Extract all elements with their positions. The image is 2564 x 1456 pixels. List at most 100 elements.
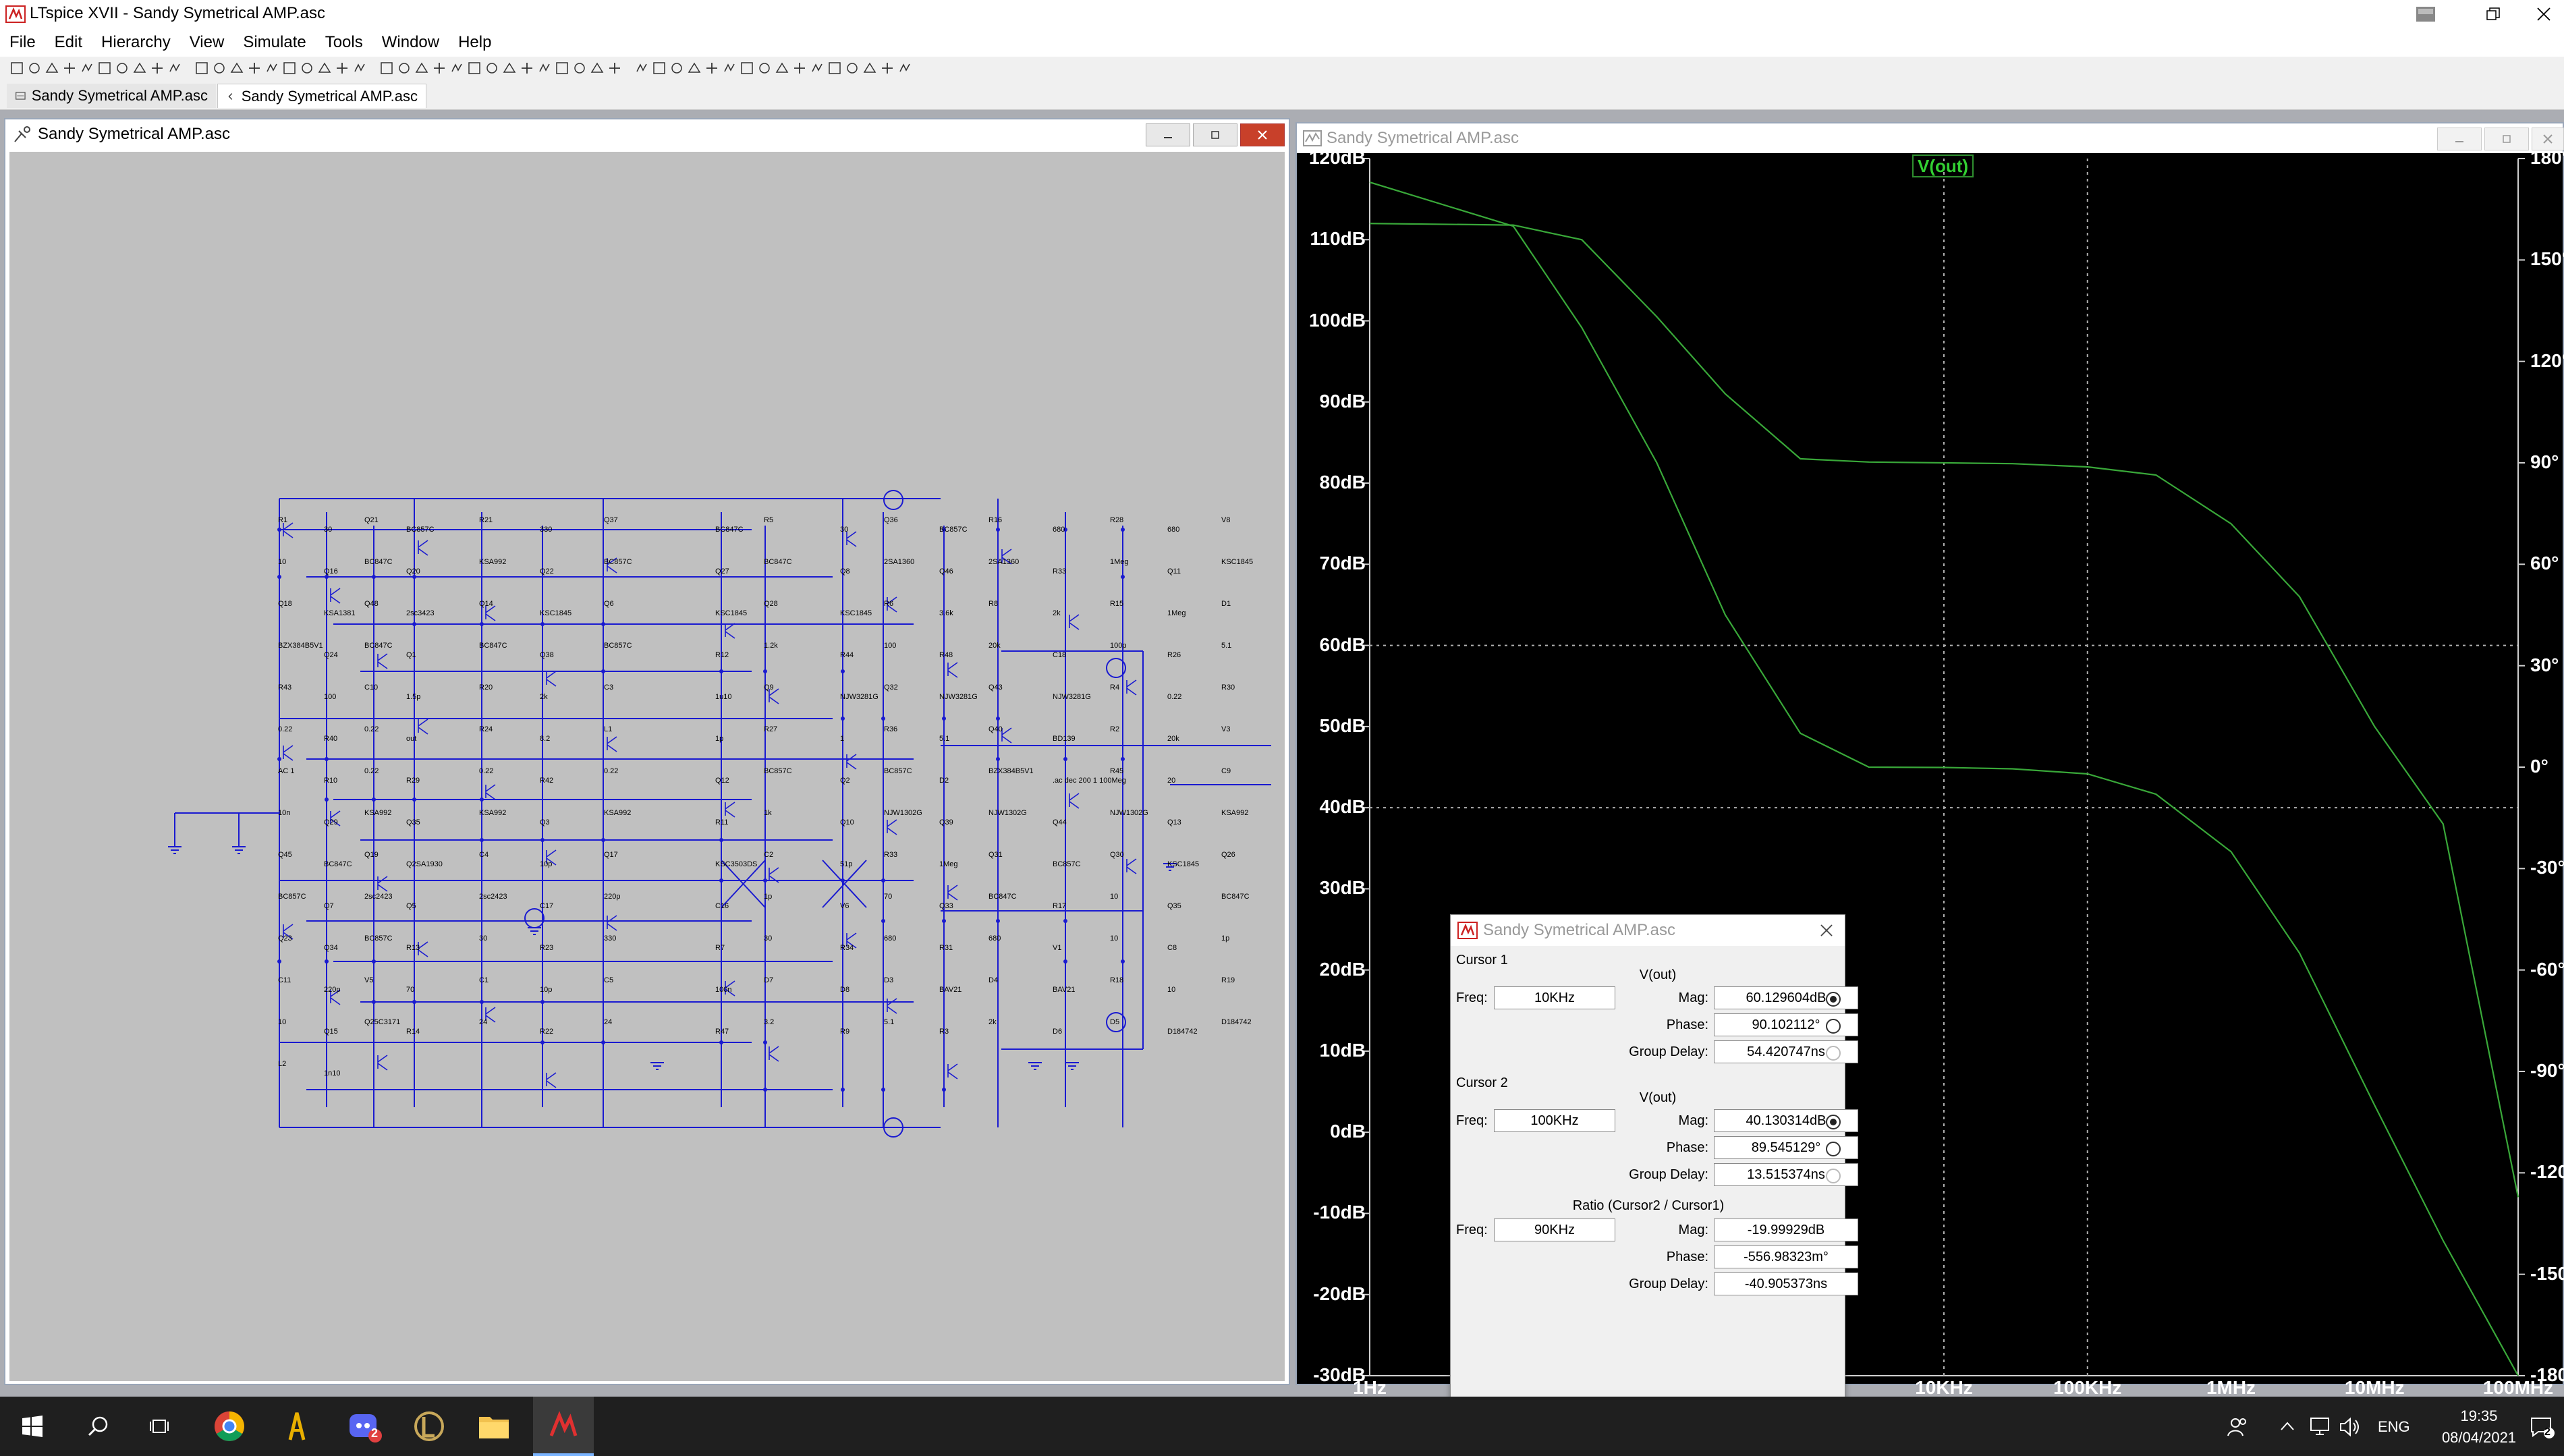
cursor1-phase-radio[interactable]: [1826, 1019, 1841, 1034]
toolbar-tool-39-icon[interactable]: [704, 61, 719, 76]
chrome-app[interactable]: [211, 1407, 248, 1445]
toolbar-tool-9-icon[interactable]: [150, 61, 165, 76]
toolbar-tool-5-icon[interactable]: [80, 61, 94, 76]
cursor1-mag-radio[interactable]: [1826, 992, 1841, 1007]
toolbar-tool-32-icon[interactable]: [572, 61, 587, 76]
schematic-close-button[interactable]: [1240, 123, 1285, 146]
toolbar-tool-33-icon[interactable]: [590, 61, 605, 76]
network-icon[interactable]: [2309, 1416, 2332, 1438]
toolbar-tool-38-icon[interactable]: [687, 61, 702, 76]
toolbar-tool-15-icon[interactable]: [264, 61, 279, 76]
schematic-minimize-button[interactable]: [1146, 123, 1190, 146]
toolbar-tool-31-icon[interactable]: [555, 61, 569, 76]
menu-help[interactable]: Help: [458, 33, 492, 51]
toolbar-tool-13-icon[interactable]: [229, 61, 244, 76]
ltspice-taskbar-app[interactable]: [533, 1397, 594, 1456]
waveform-plot[interactable]: [1297, 153, 2563, 1384]
toolbar-tool-30-icon[interactable]: [537, 61, 552, 76]
toolbar-tool-22-icon[interactable]: [397, 61, 412, 76]
toolbar-tool-50-icon[interactable]: [897, 61, 912, 76]
league-app[interactable]: [410, 1407, 448, 1445]
waveform-minimize-button[interactable]: [2437, 128, 2482, 150]
toolbar-tool-21-icon[interactable]: [379, 61, 394, 76]
toolbar-tool-37-icon[interactable]: [669, 61, 684, 76]
menu-edit[interactable]: Edit: [54, 33, 83, 51]
toolbar-tool-42-icon[interactable]: [757, 61, 772, 76]
start-button[interactable]: [13, 1407, 51, 1445]
clock-date[interactable]: 08/04/2021: [2441, 1429, 2517, 1446]
toolbar-tool-40-icon[interactable]: [722, 61, 737, 76]
toolbar-tool-18-icon[interactable]: [317, 61, 332, 76]
cursor1-gd-radio[interactable]: [1826, 1046, 1841, 1061]
toolbar-tool-27-icon[interactable]: [484, 61, 499, 76]
toolbar-tool-34-icon[interactable]: [607, 61, 622, 76]
toolbar-tool-43-icon[interactable]: [775, 61, 789, 76]
trace-label-vout[interactable]: V(out): [1912, 155, 1974, 177]
cursor2-gd-radio[interactable]: [1826, 1169, 1841, 1183]
toolbar-tool-25-icon[interactable]: [449, 61, 464, 76]
tab-waveform[interactable]: Sandy Symetrical AMP.asc: [217, 84, 426, 108]
menu-simulate[interactable]: Simulate: [243, 33, 306, 51]
people-icon[interactable]: [2227, 1416, 2250, 1438]
toolbar-tool-28-icon[interactable]: [502, 61, 517, 76]
menu-window[interactable]: Window: [381, 33, 440, 51]
toolbar-tool-45-icon[interactable]: [810, 61, 825, 76]
toolbar-tool-10-icon[interactable]: [167, 61, 182, 76]
volume-icon[interactable]: [2339, 1416, 2362, 1438]
toolbar-tool-7-icon[interactable]: [115, 61, 130, 76]
toolbar-tool-29-icon[interactable]: [520, 61, 534, 76]
menu-file[interactable]: File: [9, 33, 36, 51]
tab-schematic[interactable]: Sandy Symetrical AMP.asc: [7, 84, 216, 108]
schematic-label: BC857C: [406, 526, 435, 534]
app-a-launcher[interactable]: [278, 1407, 316, 1445]
toolbar-tool-35-icon[interactable]: [634, 61, 649, 76]
toolbar-tool-46-icon[interactable]: [827, 61, 842, 76]
file-explorer-app[interactable]: [475, 1407, 513, 1445]
search-button[interactable]: [80, 1407, 117, 1445]
minimize-button[interactable]: [2395, 0, 2456, 28]
close-window-button[interactable]: [2524, 0, 2564, 28]
app-a-icon: [288, 1412, 306, 1440]
toolbar-tool-24-icon[interactable]: [432, 61, 447, 76]
toolbar-tool-44-icon[interactable]: [792, 61, 807, 76]
toolbar-tool-8-icon[interactable]: [132, 61, 147, 76]
menu-tools[interactable]: Tools: [325, 33, 363, 51]
toolbar-tool-49-icon[interactable]: [880, 61, 895, 76]
toolbar-tool-17-icon[interactable]: [300, 61, 314, 76]
toolbar-tool-47-icon[interactable]: [845, 61, 860, 76]
toolbar-tool-4-icon[interactable]: [62, 61, 77, 76]
cursor1-freq-field[interactable]: 10KHz: [1494, 986, 1615, 1009]
cursor2-mag-radio[interactable]: [1826, 1115, 1841, 1129]
menu-hierarchy[interactable]: Hierarchy: [101, 33, 171, 51]
tab-label: Sandy Symetrical AMP.asc: [241, 87, 418, 105]
toolbar-tool-16-icon[interactable]: [282, 61, 297, 76]
clock-time[interactable]: 19:35: [2460, 1407, 2498, 1424]
discord-app[interactable]: 2: [345, 1407, 383, 1445]
language-indicator[interactable]: ENG: [2378, 1418, 2410, 1435]
toolbar-tool-20-icon[interactable]: [352, 61, 367, 76]
schematic-restore-button[interactable]: [1193, 123, 1237, 146]
toolbar-tool-41-icon[interactable]: [740, 61, 754, 76]
toolbar-tool-12-icon[interactable]: [212, 61, 227, 76]
toolbar-tool-36-icon[interactable]: [652, 61, 667, 76]
cursor2-freq-field[interactable]: 100KHz: [1494, 1109, 1615, 1132]
restore-button[interactable]: [2463, 0, 2524, 28]
toolbar-tool-2-icon[interactable]: [27, 61, 42, 76]
toolbar-tool-19-icon[interactable]: [335, 61, 350, 76]
waveform-restore-button[interactable]: [2484, 128, 2529, 150]
toolbar-tool-48-icon[interactable]: [862, 61, 877, 76]
toolbar-tool-23-icon[interactable]: [414, 61, 429, 76]
toolbar-tool-1-icon[interactable]: [9, 61, 24, 76]
close-icon[interactable]: [1819, 923, 1834, 938]
notification-icon[interactable]: [2529, 1414, 2555, 1440]
cursor2-phase-radio[interactable]: [1826, 1142, 1841, 1156]
task-view-button[interactable]: [142, 1407, 179, 1445]
toolbar-tool-26-icon[interactable]: [467, 61, 482, 76]
toolbar-tool-3-icon[interactable]: [45, 61, 59, 76]
toolbar-tool-6-icon[interactable]: [97, 61, 112, 76]
toolbar-tool-14-icon[interactable]: [247, 61, 262, 76]
toolbar-tool-11-icon[interactable]: [194, 61, 209, 76]
menu-view[interactable]: View: [189, 33, 225, 51]
chevron-up-icon[interactable]: [2279, 1420, 2295, 1433]
